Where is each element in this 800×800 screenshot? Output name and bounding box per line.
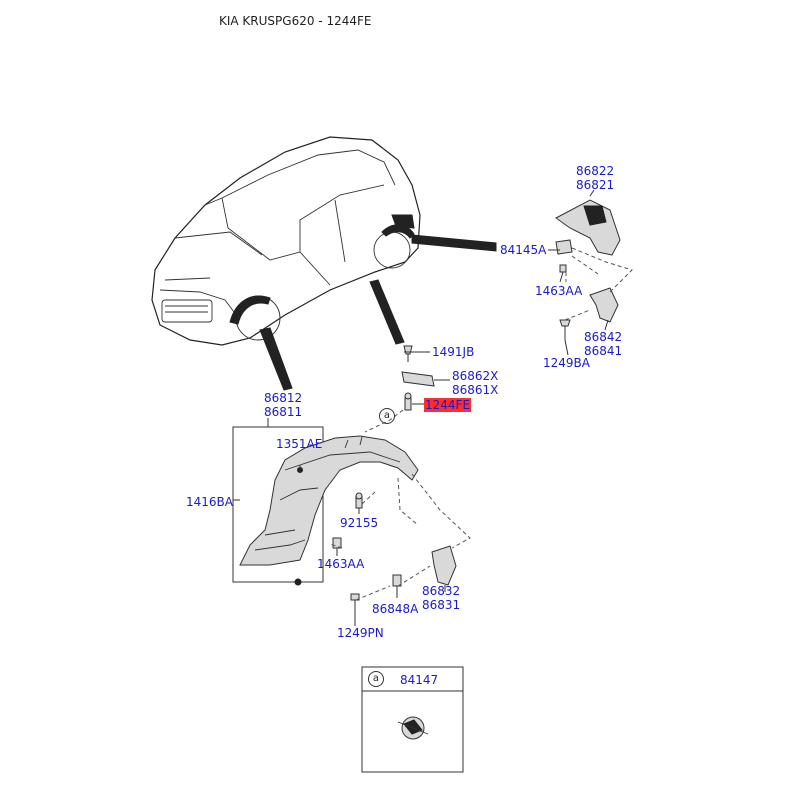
part-number: 86861X (452, 383, 499, 397)
part-number: 86821 (576, 178, 615, 192)
part-number: 86848A (372, 602, 419, 616)
part-label-84147[interactable]: 84147 (400, 673, 439, 687)
part-number: 1463AA (317, 557, 365, 571)
part-label-86848a[interactable]: 86848A (372, 602, 418, 616)
part-number: 1249BA (543, 356, 590, 370)
part-number: 1491JB (432, 345, 475, 359)
leader-arrow-middle (369, 279, 405, 345)
part-label-1351ae[interactable]: 1351AE (276, 437, 322, 451)
part-label-1416ba[interactable]: 1416BA (186, 495, 233, 509)
rear-mudguard-parts (431, 199, 621, 586)
part-label-1249ba[interactable]: 1249BA (543, 356, 590, 370)
part-label-1463aa-bottom[interactable]: 1463AA (317, 557, 364, 571)
part-label-86832[interactable]: 86832 86831 (422, 584, 460, 612)
car-illustration (151, 136, 421, 346)
highlighted-part-number: 1244FE (424, 398, 472, 412)
part-number: 86812 (264, 391, 303, 405)
part-number: 86811 (264, 405, 303, 419)
part-number: 84145A (500, 243, 547, 257)
part-number: 86822 (576, 164, 615, 178)
part-number: 1351AE (276, 437, 323, 451)
reference-marker-a: a (379, 408, 395, 424)
part-label-1491jb[interactable]: 1491JB (432, 345, 474, 359)
part-number: 86862X (452, 369, 499, 383)
inset-marker-a: a (368, 671, 384, 687)
part-label-86862x[interactable]: 86862X 86861X (452, 369, 498, 397)
part-label-92155[interactable]: 92155 (340, 516, 378, 530)
part-number: 92155 (340, 516, 379, 530)
part-number: 86841 (584, 344, 623, 358)
part-label-86842[interactable]: 86842 86841 (584, 330, 622, 358)
part-label-84145a[interactable]: 84145A (500, 243, 546, 257)
inset-box (361, 666, 464, 773)
part-label-86812[interactable]: 86812 86811 (264, 391, 302, 419)
part-label-86822[interactable]: 86822 86821 (576, 164, 614, 192)
part-number: 86832 (422, 584, 461, 598)
part-label-1244fe[interactable]: 1244FE (424, 398, 472, 412)
leader-arrow-front (259, 327, 293, 391)
part-number: 86831 (422, 598, 461, 612)
part-label-1249pn[interactable]: 1249PN (337, 626, 384, 640)
leader-arrow-rear (411, 234, 497, 252)
part-number: 1463AA (535, 284, 583, 298)
page-title: KIA KRUSPG620 - 1244FE (219, 14, 372, 28)
part-number: 1416BA (186, 495, 233, 509)
part-number: 1249PN (337, 626, 384, 640)
part-number: 86842 (584, 330, 623, 344)
part-label-1463aa-top[interactable]: 1463AA (535, 284, 582, 298)
